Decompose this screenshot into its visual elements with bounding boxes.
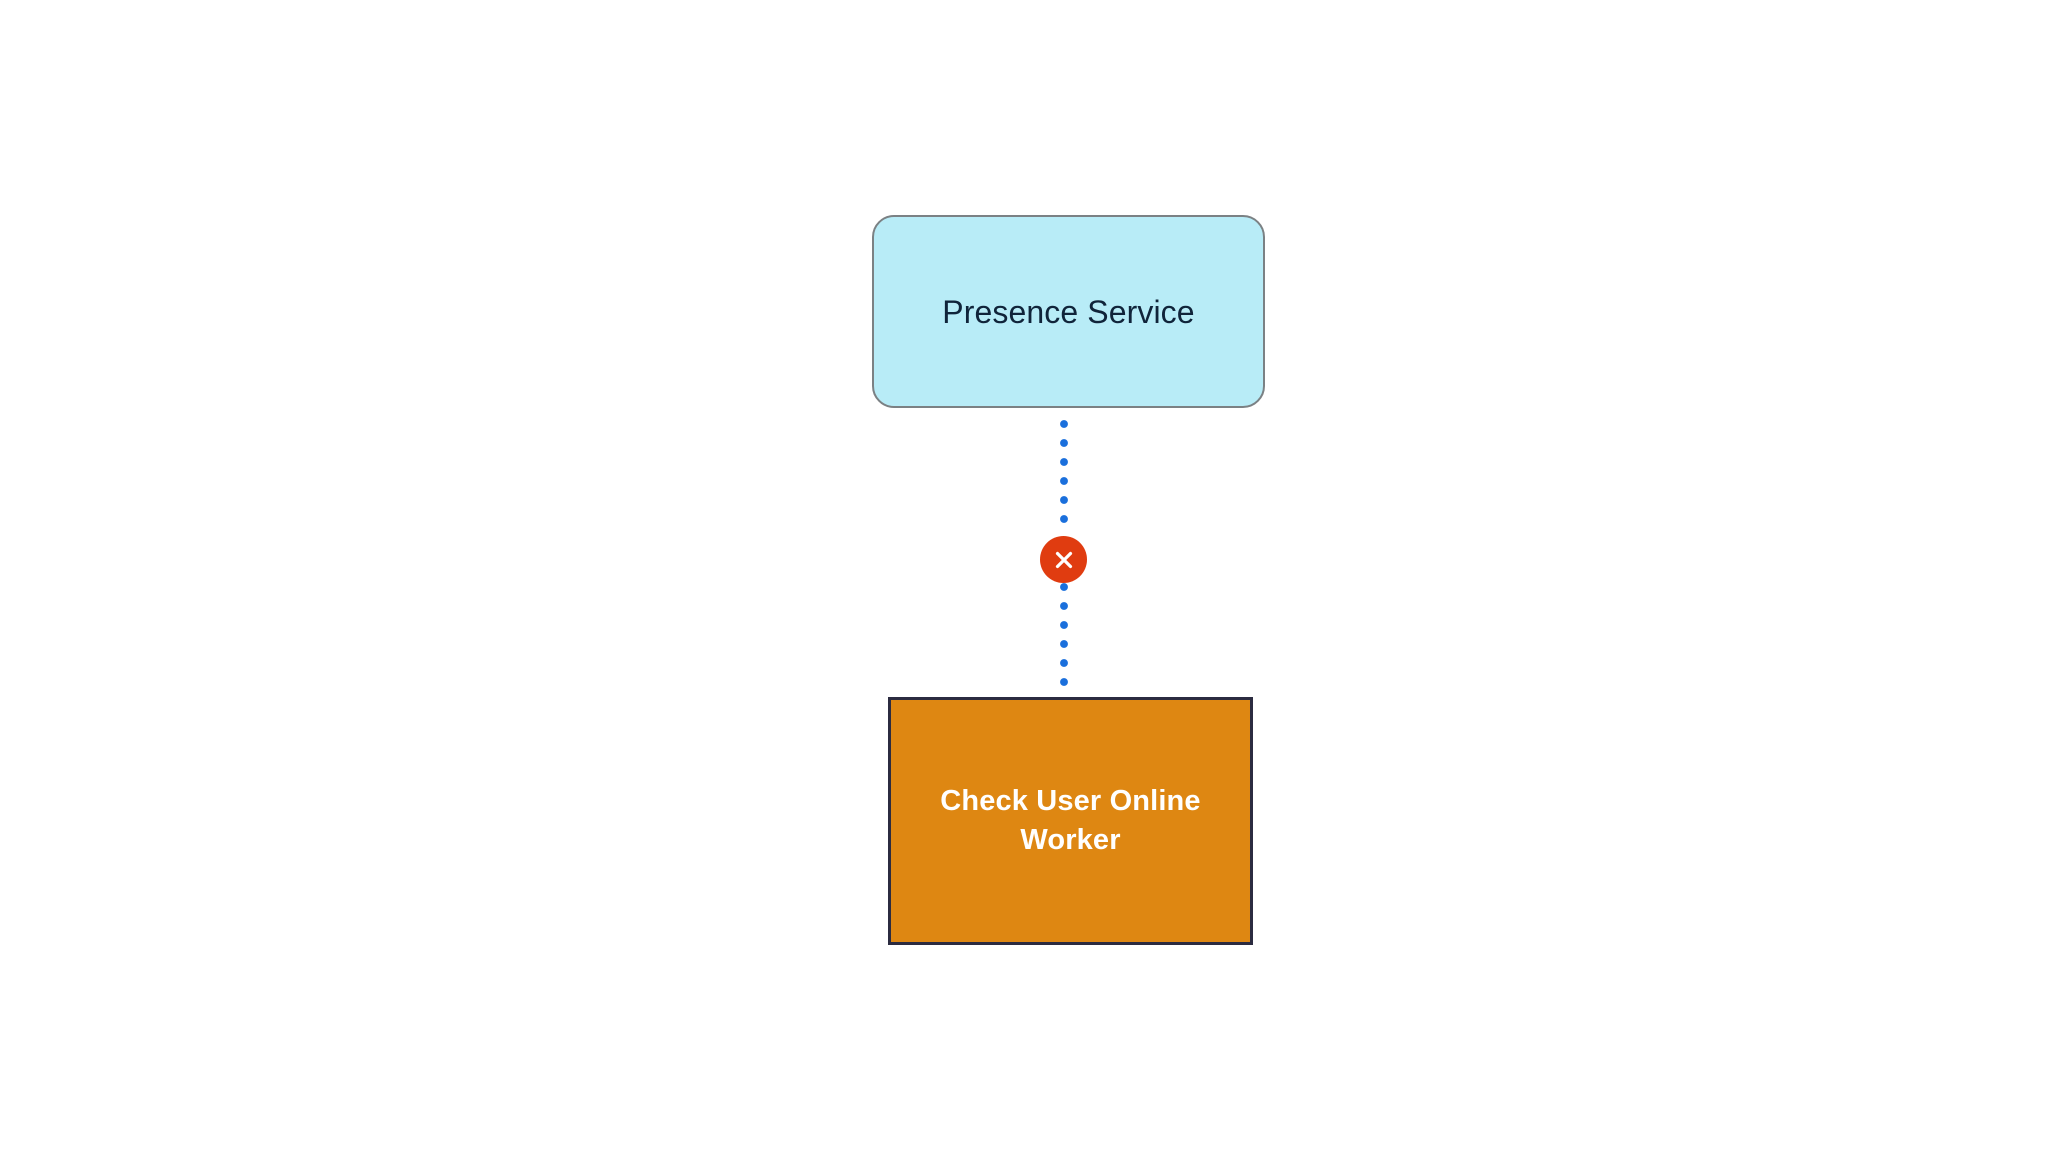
close-x-icon <box>1051 547 1077 573</box>
blocked-marker[interactable] <box>1040 536 1087 583</box>
edge-dotted-lower-segment <box>1060 583 1068 700</box>
node-check-user-online-worker-label: Check User Online Worker <box>940 785 1201 856</box>
node-presence-service-label: Presence Service <box>942 293 1195 330</box>
edge-dotted-upper-segment <box>1060 420 1068 534</box>
node-check-user-online-worker[interactable]: Check User Online Worker <box>888 697 1253 945</box>
node-presence-service[interactable]: Presence Service <box>872 215 1265 408</box>
